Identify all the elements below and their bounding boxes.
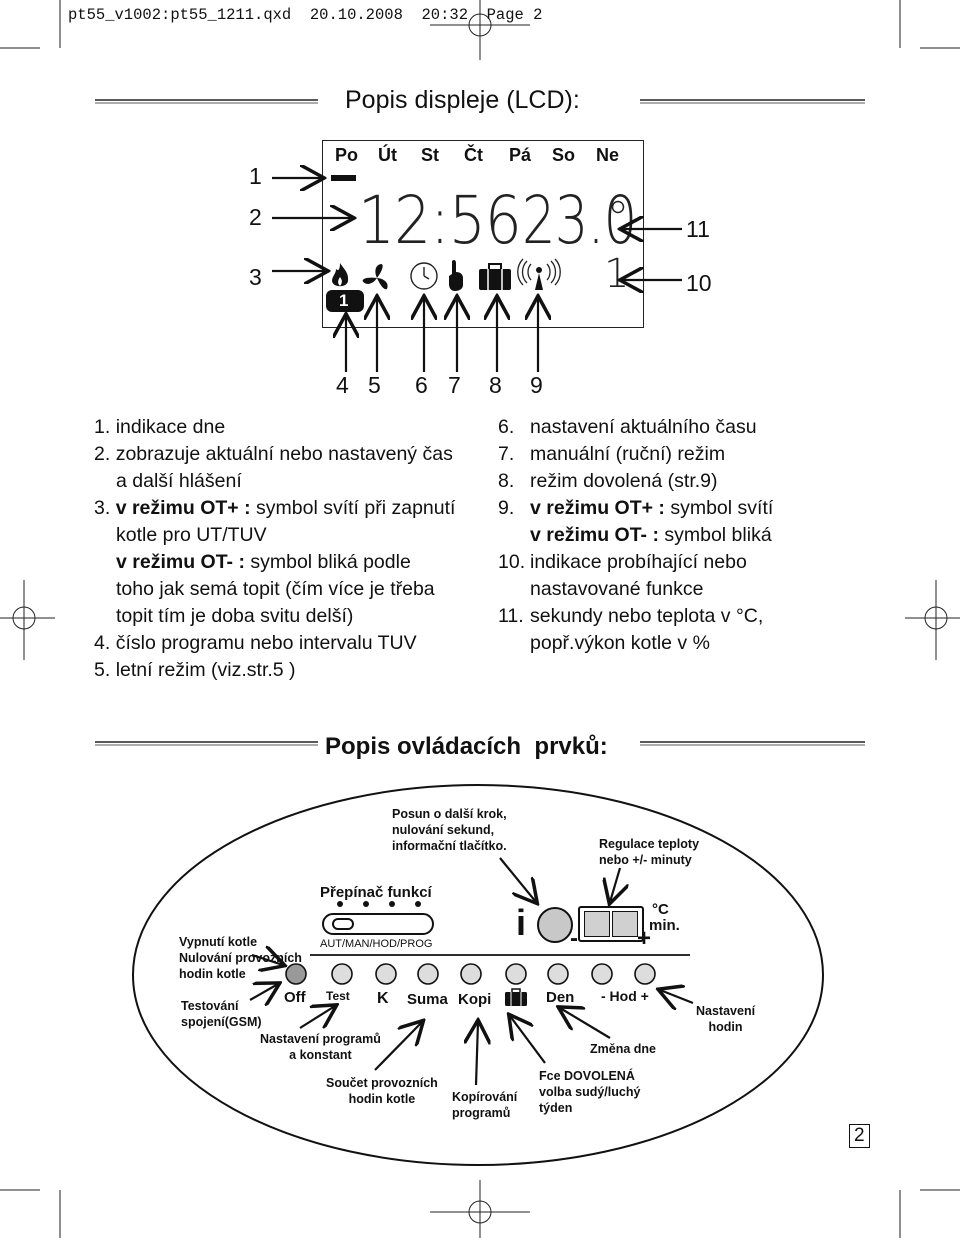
signal-icon <box>517 258 561 290</box>
legend-left-item: toho jak semá topit (čím více je třeba <box>116 578 435 600</box>
fan-icon <box>362 264 388 290</box>
legend-left-item: v režimu OT- : symbol bliká podle <box>116 551 411 573</box>
switch-position-dots <box>337 901 421 907</box>
day-label: Út <box>378 145 397 165</box>
marker-9: 9 <box>530 372 543 398</box>
day-label: So <box>552 145 576 165</box>
legend-right-item: 8.režim dovolená (str.9) <box>498 470 718 492</box>
day-label: Pá <box>509 145 532 165</box>
den-label: Den <box>546 989 575 1006</box>
marker-11: 11 <box>686 216 710 242</box>
callout-zmena-dne: Změna dne <box>590 1042 656 1056</box>
minus-symbol: - <box>570 925 578 952</box>
switch-title: Přepínač funkcí <box>320 884 432 901</box>
control-panel-outline <box>132 784 824 1166</box>
clock-icon <box>410 262 438 290</box>
program-number-badge <box>326 290 364 312</box>
header-page-label: Page 2 <box>486 6 543 24</box>
function-switch[interactable] <box>322 913 434 935</box>
program-number: 1 <box>339 291 349 310</box>
callout-regulace: Regulace teploty nebo +/- minuty <box>599 837 700 867</box>
lcd-callout-arrows <box>272 0 682 372</box>
day-label: St <box>421 145 439 165</box>
legend-left-item: kotle pro UT/TUV <box>116 524 267 546</box>
callout-soucet: Součet provozních hodin kotle <box>326 1076 438 1106</box>
legend-left-item: 2. zobrazuje aktuální nebo nastavený čas <box>94 443 453 465</box>
plus-symbol: + <box>637 925 652 952</box>
marker-5: 5 <box>368 372 381 398</box>
suitcase-icon <box>479 263 511 290</box>
legend-left-item: 3. v režimu OT+ : symbol svítí při zapnu… <box>94 497 456 519</box>
off-label: Off <box>284 989 306 1006</box>
legend-right-item: popř.výkon kotle v % <box>530 632 710 654</box>
marker-2: 2 <box>249 204 262 230</box>
lcd-title-rules <box>95 99 865 104</box>
switch-modes-label: AUT/MAN/HOD/PROG <box>320 938 433 950</box>
kopi-label: Kopi <box>458 991 492 1008</box>
lcd-time-display: 12:56 <box>358 182 522 259</box>
callout-dovolena: Fce DOVOLENÁ volba sudý/luchý týden <box>539 1069 641 1115</box>
day-label: Ne <box>596 145 620 165</box>
legend-left-item: 1. indikace dne <box>94 416 226 438</box>
header-filename: pt55_v1002:pt55_1211.qxd <box>68 6 292 24</box>
hod-label: - Hod + <box>601 988 649 1004</box>
minus-key[interactable] <box>584 911 610 937</box>
legend-left-item: topit tím je doba svitu delší) <box>116 605 354 627</box>
marker-7: 7 <box>448 372 461 398</box>
unit-celsius: °C <box>652 901 669 918</box>
legend-right-item: 7.manuální (ruční) režim <box>498 443 726 465</box>
marker-4: 4 <box>336 372 349 398</box>
unit-minutes: min. <box>649 917 680 934</box>
info-button[interactable] <box>535 905 575 945</box>
legend-right-item: v režimu OT- : symbol bliká <box>530 524 772 546</box>
flame-icon <box>332 263 349 287</box>
switch-knob[interactable] <box>332 918 354 930</box>
controls-section-title: Popis ovládacích prvků: <box>325 733 608 760</box>
control-buttons[interactable] <box>280 958 680 992</box>
page-number-box <box>849 1124 870 1148</box>
controls-title-rules <box>95 741 865 746</box>
legend-right-item: 9.v režimu OT+ : symbol svítí <box>498 497 774 519</box>
holiday-suitcase-icon <box>505 988 527 1006</box>
legend-right-item: 6.nastavení aktuálního času <box>498 416 757 438</box>
callout-testovani: Testování spojení(GSM) <box>181 999 262 1029</box>
callout-nastaveni-hodin: Nastavení hodin <box>696 1004 756 1034</box>
lcd-section-title: Popis displeje (LCD): <box>345 86 580 114</box>
day-label: Po <box>335 145 359 165</box>
callout-posun: Posun o další krok, nulování sekund, inf… <box>392 807 507 853</box>
test-label: Test <box>326 989 350 1003</box>
legend-right-item: 11.sekundy nebo teplota v °C, <box>498 605 764 627</box>
page-number: 2 <box>854 1125 865 1146</box>
header-time: 20:32 <box>421 6 468 24</box>
k-label: K <box>377 990 389 1007</box>
legend-left-item: 5. letní režim (viz.str.5 ) <box>94 659 296 681</box>
marker-8: 8 <box>489 372 502 398</box>
plus-key[interactable] <box>612 911 638 937</box>
marker-1: 1 <box>249 163 262 189</box>
degree-icon <box>611 200 625 214</box>
marker-10: 10 <box>686 270 712 296</box>
legend-right-item: 10.indikace probíhající nebo <box>498 551 747 573</box>
legend-right-item: nastavované funkce <box>530 578 704 600</box>
day-label: Čt <box>464 145 483 165</box>
suma-label: Suma <box>407 991 448 1008</box>
legend-left-item: 4. číslo programu nebo intervalu TUV <box>94 632 417 654</box>
marker-3: 3 <box>249 264 262 290</box>
hand-icon <box>449 259 463 291</box>
print-header: pt55_v1002:pt55_1211.qxd 20.10.2008 20:3… <box>68 6 542 24</box>
callout-kopirovani: Kopírování programů <box>452 1090 518 1120</box>
header-date: 20.10.2008 <box>309 6 403 24</box>
marker-6: 6 <box>415 372 428 398</box>
callout-nastaveni-programu: Nastavení programů a konstant <box>260 1032 381 1062</box>
legend-left-item: a další hlášení <box>116 470 242 492</box>
day-indicator-bar <box>331 175 356 181</box>
info-symbol: i <box>516 902 527 943</box>
